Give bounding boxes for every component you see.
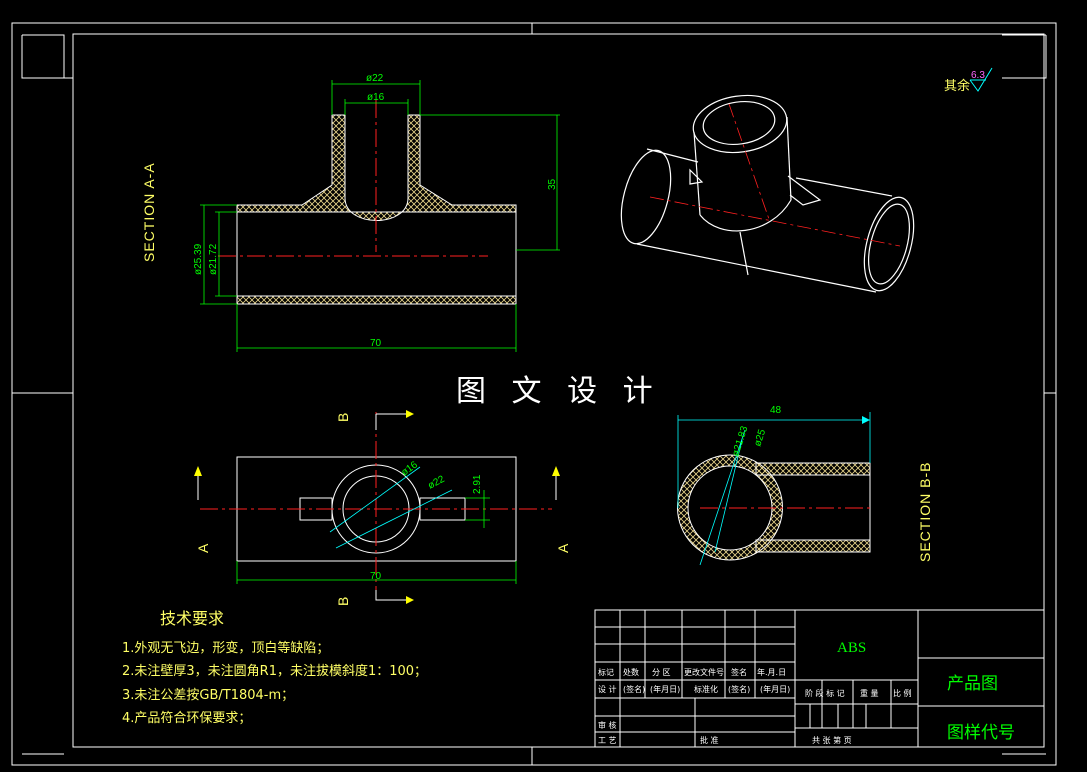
top-dim-d16: ø16: [399, 459, 420, 478]
top-cut-b-top: B: [335, 412, 351, 422]
bb-dim-48: 48: [770, 405, 782, 416]
drawing-frame: [11, 22, 1057, 766]
tb-standard: 标准化: [694, 684, 718, 694]
tb-review: 审 核: [598, 720, 617, 730]
aa-dim-d25: ø25.39: [193, 243, 204, 275]
aa-dim-70: 70: [370, 338, 382, 349]
roughness-value: 6.3: [971, 70, 985, 81]
section-aa-title: SECTION A-A: [141, 162, 157, 262]
top-dim-70: 70: [370, 571, 382, 582]
tech-title: 技术要求: [160, 609, 224, 628]
section-bb-title: SECTION B-B: [917, 462, 933, 562]
tb-material: ABS: [837, 640, 866, 656]
tb-standard-sign: (签名): [728, 684, 750, 694]
aa-dim-d21: ø21.72: [208, 243, 219, 275]
aa-hatch-bottom-wall: [236, 295, 517, 305]
tb-design-date: (年月日): [650, 684, 680, 694]
bb-dim-d21: ø21.83: [730, 425, 750, 458]
tb-design-sign: (签名): [623, 684, 645, 694]
tb-scale: 比 例: [893, 688, 912, 698]
isometric-view: [620, 94, 915, 293]
tb-hdr-zone: 分 区: [652, 668, 671, 677]
tb-standard-date: (年月日): [760, 684, 790, 694]
technical-requirements: 技术要求 1.外观无飞边，形变，顶白等缺陷； 2.未注壁厚3，未注圆角R1，未注…: [122, 609, 427, 726]
tech-item-4: 4.产品符合环保要求；: [122, 710, 251, 726]
tb-hdr-mark: 标记: [598, 667, 614, 677]
tb-hdr-date: 年.月.日: [757, 667, 786, 677]
title-block: ABS 产品图 图样代号 标记 处数 分 区 更改文件号 签名 年.月.日 设 …: [594, 609, 1045, 748]
watermark-text: 图 文 设 计: [456, 374, 661, 409]
tech-item-2: 2.未注壁厚3，未注圆角R1，未注拔模斜度1：100；: [122, 663, 427, 679]
tech-item-3: 3.未注公差按GB/T1804-m；: [122, 688, 294, 703]
tb-stage: 阶 段 标 记: [805, 688, 845, 698]
aa-dim-d16: ø16: [367, 92, 385, 103]
aa-dim-d22: ø22: [366, 73, 384, 84]
bb-dim-d25: ø25: [752, 428, 768, 448]
top-cut-a-right: A: [555, 543, 571, 553]
aa-dim-35: 35: [547, 178, 558, 190]
top-cut-b-bottom: B: [335, 596, 351, 606]
section-aa-view: SECTION A-A ø22 ø16 35 ø25.39 ø21.72: [141, 73, 560, 352]
tb-hdr-sign: 签名: [731, 667, 747, 677]
tb-process: 工 艺: [598, 736, 617, 745]
tb-hdr-doc: 更改文件号: [684, 667, 724, 677]
tb-drawing-name: 产品图: [947, 674, 998, 694]
tb-sheet-info: 共 张 第 页: [812, 735, 852, 745]
tb-hdr-count: 处数: [623, 667, 639, 677]
top-view: A A B B ø16 ø22 2.91 70: [194, 410, 571, 606]
tb-weight: 重 量: [860, 688, 879, 698]
top-cut-a-left: A: [195, 543, 211, 553]
tb-design: 设 计: [598, 684, 617, 694]
roughness-label: 其余: [944, 78, 970, 94]
surface-roughness-symbol: 其余 6.3: [944, 67, 993, 94]
top-dim-wall: 2.91: [472, 474, 483, 494]
tech-item-1: 1.外观无飞边，形变，顶白等缺陷；: [122, 640, 329, 656]
tb-approve: 批 准: [700, 735, 719, 745]
top-dim-d22: ø22: [426, 474, 447, 492]
tb-drawing-code: 图样代号: [947, 723, 1015, 743]
section-bb-view: 48 ø21.83 ø25 SECTION B-B: [677, 405, 933, 566]
